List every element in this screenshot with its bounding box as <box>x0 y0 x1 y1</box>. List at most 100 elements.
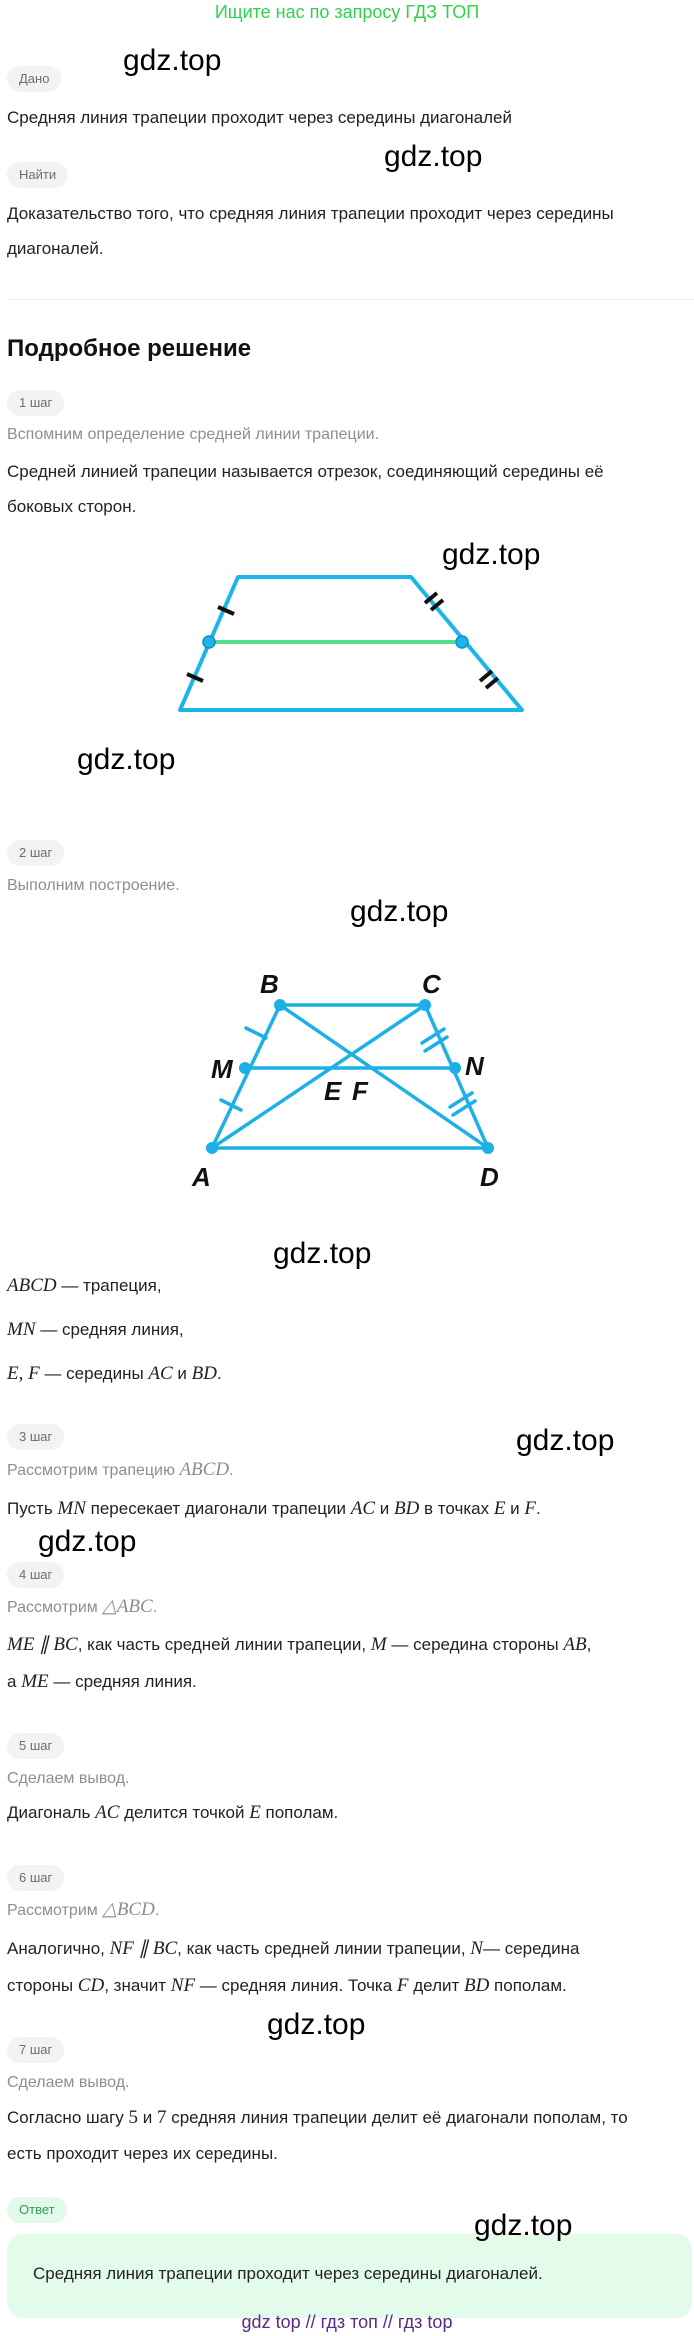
math-expression: △BCD <box>102 1899 155 1920</box>
step-text-line: стороны CD, значит NF — средняя линия. Т… <box>7 1968 686 2004</box>
math-expression: E, F <box>7 1363 40 1384</box>
tick-mark <box>420 1027 446 1045</box>
tick-mark <box>448 1091 474 1109</box>
step-text-line: Аналогично, NF ∥ BC, как часть средней л… <box>7 1931 686 1967</box>
step-badge: 6 шаг <box>7 1865 65 1891</box>
text-segment: боковых сторон. <box>7 497 137 516</box>
text-segment: делится точкой <box>119 1803 250 1822</box>
math-expression: MN <box>7 1319 36 1340</box>
text-segment: и <box>375 1499 394 1518</box>
answer-badge: Ответ <box>7 2197 67 2223</box>
text-segment: . <box>154 1902 160 1919</box>
math-expression: ABCD <box>179 1459 230 1480</box>
math-expression: ME <box>21 1671 49 1692</box>
math-expression: ABCD <box>7 1275 57 1296</box>
tick-marks <box>186 591 500 690</box>
trapezoid-midline-figure <box>178 575 524 712</box>
text-segment: . <box>152 1599 158 1616</box>
text-segment: Рассмотрим трапецию <box>7 1462 180 1479</box>
point-n <box>449 1062 461 1074</box>
math-expression: BD <box>191 1363 217 1384</box>
trapezoid-abcd-figure: B C M N E F A D <box>191 969 499 1192</box>
text-segment: . <box>229 1462 234 1479</box>
step-hint: Рассмотрим трапецию ABCD. <box>7 1452 686 1489</box>
step-text-line: Средней линией трапеции называется отрез… <box>7 454 686 490</box>
label-e: E <box>324 1076 342 1106</box>
step-badge: 2 шаг <box>7 840 65 866</box>
math-expression: N <box>470 1938 483 1959</box>
step-badge: 7 шаг <box>7 2037 65 2063</box>
math-expression: M <box>370 1634 387 1655</box>
text-segment: пересекает диагонали трапеции <box>85 1499 351 1518</box>
text-segment: . <box>216 1364 222 1383</box>
math-expression: NF <box>170 1975 196 1996</box>
text-segment: а <box>7 1672 22 1691</box>
text-segment: — середина <box>482 1939 580 1958</box>
diagonal-bd <box>278 1003 490 1150</box>
midpoint-right <box>455 635 469 649</box>
math-expression: ME ∥ BC <box>7 1634 78 1655</box>
watermark: gdz.top <box>77 743 176 776</box>
watermark: gdz.top <box>442 538 541 571</box>
step-hint: Рассмотрим △BCD. <box>7 1892 686 1929</box>
label-a: A <box>191 1162 211 1192</box>
math-number: 7 <box>156 2107 167 2128</box>
step-badge: 5 шаг <box>7 1733 65 1759</box>
step-text-line: Диагональ AC делится точкой E пополам. <box>7 1795 686 1831</box>
trapezoid-outline <box>178 575 524 712</box>
answer-box <box>7 2234 692 2318</box>
search-banner: Ищите нас по запросу ГДЗ ТОП <box>214 2 480 22</box>
step-text-line: ME ∥ BC, как часть средней линии трапеци… <box>7 1627 686 1663</box>
watermark: gdz.top <box>123 44 222 77</box>
text-segment: и <box>172 1364 192 1383</box>
tick-mark <box>423 1035 449 1053</box>
tick-mark <box>219 1098 243 1112</box>
text-segment: Согласно шагу <box>7 2108 129 2127</box>
text-segment: — середины <box>39 1364 149 1383</box>
step-text-line: Согласно шагу 5 и 7 средняя линия трапец… <box>7 2100 686 2136</box>
text-segment: Диагональ <box>7 1803 96 1822</box>
label-c: C <box>422 969 442 999</box>
math-expression: E <box>249 1802 261 1823</box>
step-badge: 3 шаг <box>7 1424 65 1450</box>
step-badge: 1 шаг <box>7 390 65 416</box>
text-segment: Вспомним определение средней линии трапе… <box>7 426 380 443</box>
text-segment: , <box>586 1635 592 1654</box>
text-segment: Выполним построение. <box>7 877 180 894</box>
text-segment: и <box>138 2108 157 2127</box>
point-b <box>274 999 286 1011</box>
point-a <box>206 1142 218 1154</box>
text-segment: , как часть средней линии трапеции, <box>177 1939 471 1958</box>
text-segment: Рассмотрим <box>7 1902 103 1919</box>
step-text-line: E, F — середины AC и BD. <box>7 1356 686 1392</box>
math-expression: NF ∥ BC <box>109 1938 178 1959</box>
text-segment: делит <box>408 1976 464 1995</box>
given-text: Средняя линия трапеции проходит через се… <box>7 108 512 127</box>
tick-mark <box>244 1026 268 1040</box>
label-b: B <box>260 969 279 999</box>
text-segment: Сделаем вывод. <box>7 2074 130 2091</box>
text-segment: есть проходит через их середины. <box>7 2144 278 2163</box>
point-d <box>482 1142 494 1154</box>
math-number: 5 <box>128 2107 139 2128</box>
label-m: M <box>211 1054 234 1084</box>
solution-heading: Подробное решение <box>7 335 252 362</box>
watermark: gdz.top <box>350 895 449 928</box>
text-segment: в точках <box>419 1499 494 1518</box>
find-text-line: диагоналей. <box>7 239 104 258</box>
step-hint: Вспомним определение средней линии трапе… <box>7 417 686 453</box>
math-expression: CD <box>77 1975 105 1996</box>
math-expression: BD <box>464 1975 490 1996</box>
text-segment: и <box>505 1499 525 1518</box>
text-segment: — средняя линия. Точка <box>195 1976 397 1995</box>
label-n: N <box>465 1051 485 1081</box>
step-text-line: а ME — средняя линия. <box>7 1664 686 1700</box>
text-segment: . <box>536 1499 541 1518</box>
midpoint-left <box>202 635 216 649</box>
step-hint: Сделаем вывод. <box>7 2065 686 2101</box>
answer-text: Средняя линия трапеции проходит через се… <box>33 2264 543 2283</box>
find-text-line: Доказательство того, что средняя линия т… <box>7 204 614 223</box>
point-m <box>239 1062 251 1074</box>
text-segment: — средняя линия. <box>48 1672 197 1691</box>
footer-links[interactable]: gdz top // гдз топ // гдз top <box>241 2312 453 2332</box>
